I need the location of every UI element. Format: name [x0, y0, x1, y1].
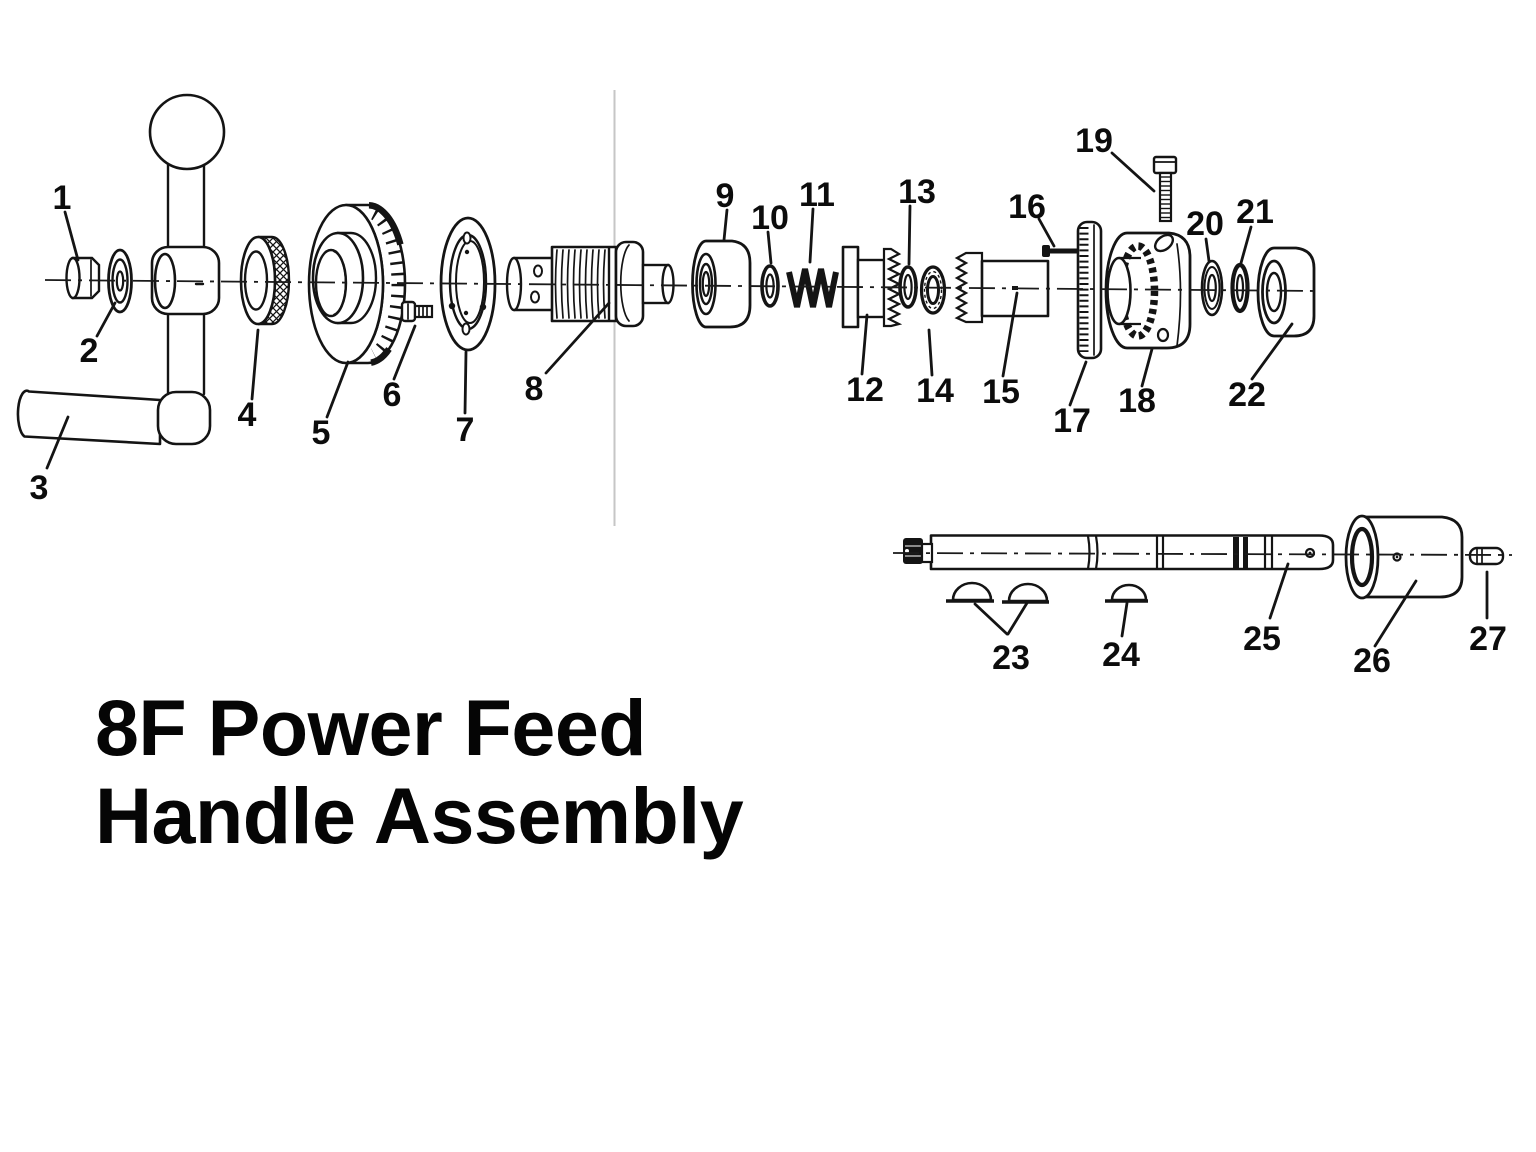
leader-line-5 [325, 360, 350, 419]
part-06-screw [400, 300, 434, 323]
part-17-graduated-disc [1076, 220, 1103, 360]
part-23-woodruff-keys [946, 581, 1049, 604]
part-number-7: 7 [456, 411, 475, 449]
leader-line-23-1 [973, 602, 1009, 636]
part-number-24: 24 [1102, 636, 1140, 674]
part-number-4: 4 [238, 396, 257, 434]
part-02-washer [107, 248, 133, 314]
part-number-12: 12 [846, 371, 884, 409]
part-number-26: 26 [1353, 642, 1391, 680]
part-number-20: 20 [1186, 205, 1224, 243]
leader-line-1 [63, 210, 80, 262]
leader-line-6 [392, 324, 417, 381]
part-number-2: 2 [80, 332, 99, 370]
part-number-11: 11 [799, 176, 835, 214]
part-number-23: 23 [992, 639, 1030, 677]
part-number-22: 22 [1228, 376, 1266, 414]
leader-line-21 [1239, 225, 1253, 265]
leader-line-24 [1120, 601, 1129, 638]
leader-line-25 [1268, 562, 1290, 620]
leader-line-10 [766, 230, 773, 265]
part-04-knurled-ring [239, 235, 291, 326]
part-number-8: 8 [525, 370, 544, 408]
part-number-15: 15 [982, 373, 1020, 411]
part-16-pin [1042, 245, 1077, 257]
part-number-16: 16 [1008, 188, 1046, 226]
part-12-clutch-gear [841, 245, 903, 329]
part-27-pin [1468, 546, 1505, 566]
diagram-title: 8F Power Feed Handle Assembly [95, 683, 744, 860]
leader-line-13 [907, 204, 912, 266]
part-number-27: 27 [1469, 620, 1507, 658]
part-07-flange-plate [439, 216, 497, 352]
part-21-retaining-nut [1230, 262, 1250, 314]
part-18-flange-housing [1104, 231, 1192, 350]
title-line-2: Handle Assembly [95, 771, 744, 860]
part-number-14: 14 [916, 372, 954, 410]
leader-line-17 [1068, 360, 1088, 407]
part-number-21: 21 [1236, 193, 1274, 231]
part-number-19: 19 [1075, 122, 1113, 160]
part-05-graduated-dial [307, 202, 407, 366]
part-number-17: 17 [1053, 402, 1091, 440]
part-number-18: 18 [1118, 382, 1156, 420]
part-09-bearing [691, 239, 752, 329]
leader-line-16 [1037, 217, 1056, 248]
leader-line-11 [808, 207, 815, 264]
upper-centerline [44, 279, 1319, 292]
part-22-bearing [1256, 246, 1316, 338]
part-11-spring [786, 268, 839, 308]
leader-line-8 [544, 301, 611, 375]
part-26-end-cap [1344, 514, 1464, 600]
leader-line-9 [722, 208, 729, 242]
leader-line-23-2 [1006, 601, 1029, 636]
leader-line-15 [1001, 291, 1019, 378]
leader-line-7 [463, 350, 468, 415]
part-number-3: 3 [30, 469, 49, 507]
part-25-feed-shaft [903, 534, 1335, 571]
leader-line-26 [1373, 579, 1418, 648]
leader-line-2 [95, 301, 117, 338]
part-number-9: 9 [716, 177, 735, 215]
lower-centerline [892, 552, 1513, 556]
part-number-6: 6 [383, 376, 402, 414]
leader-line-20 [1204, 237, 1211, 263]
leader-line-14 [927, 328, 934, 377]
part-20-washer [1200, 259, 1224, 317]
part-number-25: 25 [1243, 620, 1281, 658]
leader-line-12 [860, 313, 869, 376]
part-14-seal-ring [919, 265, 947, 315]
part-01-hex-nut [65, 256, 101, 300]
part-number-5: 5 [312, 414, 331, 452]
leader-line-18 [1140, 347, 1154, 388]
leader-line-3 [45, 415, 70, 470]
part-24-woodruff-key [1105, 583, 1148, 603]
part-number-10: 10 [751, 199, 789, 237]
part-number-13: 13 [898, 173, 936, 211]
part-19-bolt [1152, 155, 1178, 223]
leader-line-4 [250, 328, 260, 401]
title-line-1: 8F Power Feed [95, 683, 647, 772]
leader-line-19 [1110, 151, 1156, 193]
leader-line-22 [1250, 322, 1294, 381]
part-number-1: 1 [53, 179, 72, 217]
